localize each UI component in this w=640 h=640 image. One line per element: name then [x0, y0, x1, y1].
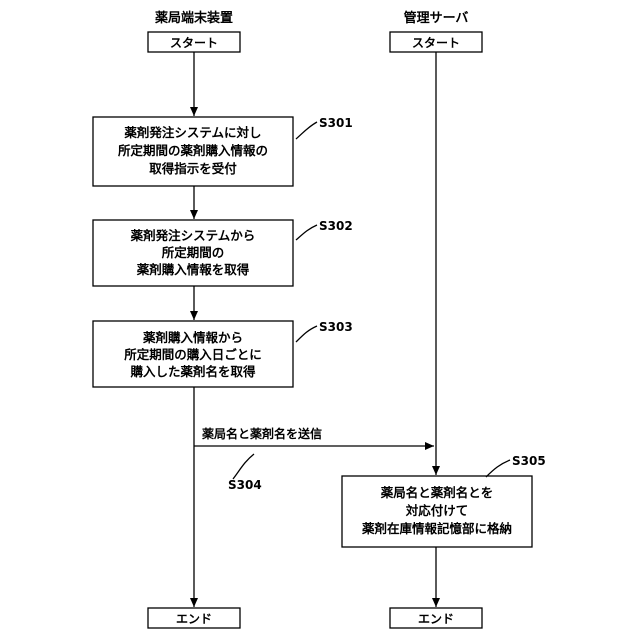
s301-leader [296, 122, 317, 139]
svg-text:薬局名と薬剤名とを: 薬局名と薬剤名とを [380, 485, 494, 500]
s304-label: S304 [228, 478, 262, 492]
step-box-s303: 薬剤購入情報から 所定期間の購入日ごとに 購入した薬剤名を取得 [93, 321, 293, 387]
s303-label: S303 [319, 320, 353, 334]
start-terminal-server: スタート [390, 32, 482, 52]
s303-leader [296, 326, 317, 342]
s302-label: S302 [319, 219, 353, 233]
svg-text:所定期間の薬剤購入情報の: 所定期間の薬剤購入情報の [118, 143, 268, 158]
svg-text:所定期間の: 所定期間の [162, 245, 225, 260]
svg-text:所定期間の購入日ごとに: 所定期間の購入日ごとに [124, 347, 262, 362]
s304-leader [233, 454, 254, 479]
svg-text:薬剤発注システムに対し: 薬剤発注システムに対し [123, 125, 261, 140]
end-terminal-server: エンド [390, 608, 482, 628]
end-terminal-pharmacy: エンド [148, 608, 240, 628]
lane-header-server: 管理サーバ [404, 10, 469, 26]
lane-header-pharmacy: 薬局端末装置 [154, 10, 233, 26]
step-box-s301: 薬剤発注システムに対し 所定期間の薬剤購入情報の 取得指示を受付 [93, 117, 293, 186]
svg-text:薬剤発注システムから: 薬剤発注システムから [130, 228, 256, 243]
svg-text:対応付けて: 対応付けて [405, 503, 469, 518]
svg-text:薬剤購入情報を取得: 薬剤購入情報を取得 [136, 262, 250, 277]
svg-text:エンド: エンド [418, 612, 454, 626]
svg-text:取得指示を受付: 取得指示を受付 [149, 161, 237, 176]
s301-label: S301 [319, 116, 353, 130]
message-label: 薬局名と薬剤名を送信 [202, 426, 322, 441]
svg-text:薬剤在庫情報記憶部に格納: 薬剤在庫情報記憶部に格納 [361, 521, 512, 536]
svg-text:購入した薬剤名を取得: 購入した薬剤名を取得 [129, 364, 256, 379]
s302-leader [296, 225, 317, 240]
step-box-s302: 薬剤発注システムから 所定期間の 薬剤購入情報を取得 [93, 220, 293, 286]
svg-text:スタート: スタート [412, 36, 460, 50]
svg-text:薬剤購入情報から: 薬剤購入情報から [142, 330, 243, 345]
start-terminal-pharmacy: スタート [148, 32, 240, 52]
s305-label: S305 [512, 454, 546, 468]
step-box-s305: 薬局名と薬剤名とを 対応付けて 薬剤在庫情報記憶部に格納 [342, 476, 532, 547]
svg-text:エンド: エンド [176, 612, 212, 626]
svg-text:スタート: スタート [170, 36, 218, 50]
s305-leader [486, 460, 510, 477]
